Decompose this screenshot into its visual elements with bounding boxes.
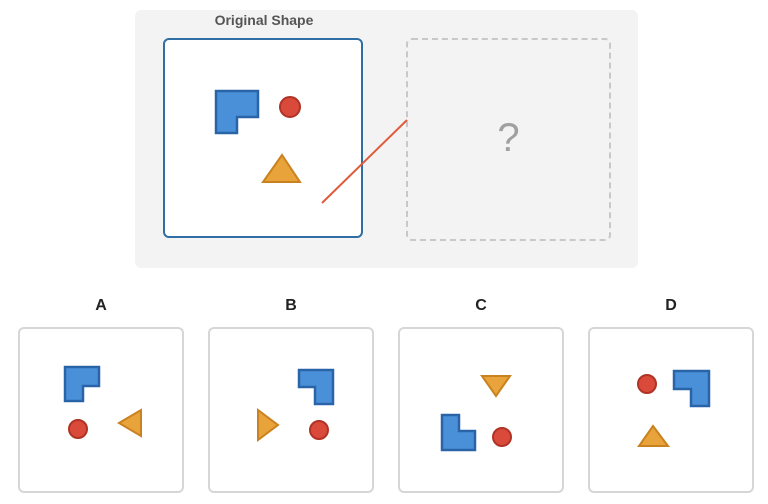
option-d-box[interactable] [588, 327, 754, 493]
red-circle [68, 419, 88, 439]
option-b-label: B [285, 297, 297, 314]
option-c-box[interactable] [398, 327, 564, 493]
orange-triangle [261, 153, 302, 183]
l-shape-square [214, 89, 260, 135]
red-circle [309, 420, 329, 440]
option-c-label: C [475, 297, 487, 314]
answer-placeholder-box: ? [406, 38, 611, 241]
l-shape-square [297, 368, 335, 406]
red-circle [492, 427, 512, 447]
l-shape-square [63, 365, 101, 403]
option-d-figure [637, 369, 711, 447]
option-c-figure [440, 375, 512, 452]
question-mark: ? [497, 116, 520, 160]
orange-triangle [480, 375, 512, 398]
orange-triangle [637, 424, 670, 447]
red-circle [637, 374, 657, 394]
original-shape-box [163, 38, 363, 238]
option-b-box[interactable] [208, 327, 374, 493]
original-shape-figure [214, 89, 302, 183]
orange-triangle [117, 408, 142, 438]
option-a-box[interactable] [18, 327, 184, 493]
option-b-figure [257, 368, 335, 442]
panel-title: Original Shape [214, 12, 314, 28]
l-shape-square [440, 413, 477, 452]
orange-triangle [257, 408, 280, 442]
l-shape-square [672, 369, 711, 408]
option-a-figure [63, 365, 142, 439]
red-circle [279, 96, 301, 118]
option-a-label: A [95, 297, 107, 314]
option-d-label: D [665, 297, 677, 314]
